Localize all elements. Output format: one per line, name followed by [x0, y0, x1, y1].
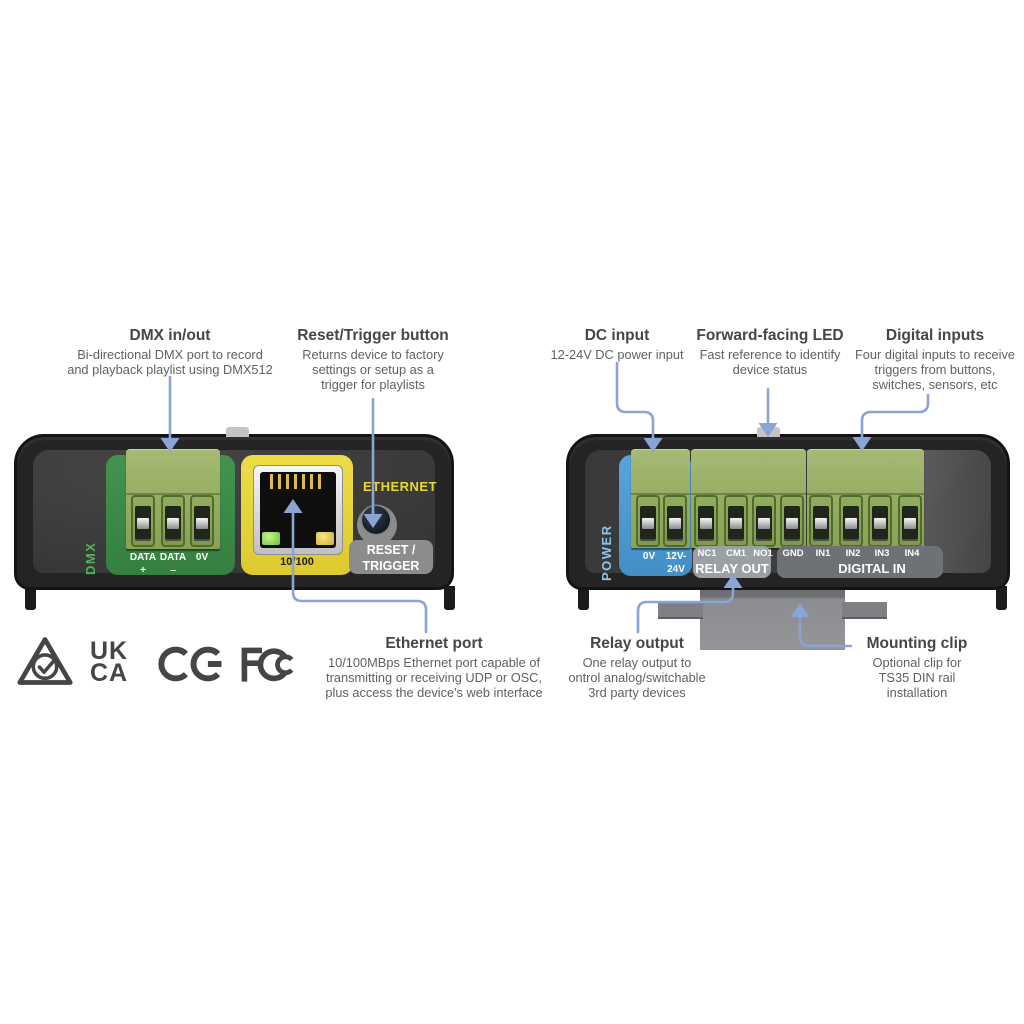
terminal-pin	[190, 495, 214, 547]
callout-dc: DC input 12-24V DC power input	[537, 327, 697, 363]
dmx-pin-label: DATA –	[159, 552, 187, 576]
callout-dmx-body: Bi-directional DMX port to record and pl…	[67, 347, 273, 377]
ukca-certification-mark: UK CA	[90, 637, 129, 687]
relay-pin-label: CM1	[725, 548, 747, 559]
callout-led-body: Fast reference to identify device status	[699, 347, 841, 377]
callout-led-title: Forward-facing LED	[696, 327, 844, 344]
forward-facing-led	[757, 427, 780, 437]
callout-clip-body: Optional clip for TS35 DIN rail installa…	[872, 655, 962, 700]
callout-relay-body: One relay output to ontrol analog/switch…	[568, 655, 706, 700]
digital-pin-label: IN4	[904, 548, 920, 559]
digital-pin-label: IN3	[874, 548, 890, 559]
terminal-pin	[161, 495, 185, 547]
callout-digital-title: Digital inputs	[885, 327, 985, 344]
terminal-pin	[868, 495, 892, 547]
terminal-pin	[839, 495, 863, 547]
relay-terminal-block	[691, 449, 806, 548]
terminal-pin	[752, 495, 776, 547]
activity-led-yellow	[316, 532, 334, 545]
front-top-tab	[226, 427, 249, 437]
ukca-line1: UK	[90, 637, 129, 665]
dmx-side-label: DMX	[83, 541, 98, 575]
ukca-line2: CA	[90, 659, 129, 687]
port-speed-label: 10/100	[280, 556, 314, 568]
terminal-pin	[663, 495, 687, 547]
ethernet-zone: 10/100	[241, 455, 353, 575]
callout-dmx: DMX in/out Bi-directional DMX port to re…	[55, 327, 285, 378]
device-foot	[578, 586, 589, 610]
dmx-pin-label: DATA +	[129, 552, 157, 576]
mounting-clip-wing-right	[842, 602, 887, 617]
callout-reset-title: Reset/Trigger button	[297, 327, 449, 344]
callout-dc-body: 12-24V DC power input	[550, 347, 684, 362]
terminal-pin	[636, 495, 660, 547]
device-rear-panel: POWER 0V 12V- 24V NC1 CM1 NO1	[566, 434, 1010, 590]
relay-pin-label: NO1	[753, 548, 773, 559]
mounting-clip-wing-left	[658, 602, 703, 617]
power-pin-label: 12V- 24V	[665, 551, 687, 575]
callout-led: Forward-facing LED Fast reference to ide…	[682, 327, 858, 378]
dmx-pin-label: 0V	[195, 552, 209, 563]
callout-ethernet-title: Ethernet port	[385, 635, 483, 652]
digital-terminal-block	[807, 449, 924, 548]
rj45-contacts	[270, 474, 326, 489]
terminal-pin	[898, 495, 922, 547]
device-front-panel: DMX DATA + DATA – 0V 10/100 ETHERNET RE	[14, 434, 454, 590]
callout-ethernet-body: 10/100MBps Ethernet port capable of tran…	[325, 655, 543, 700]
relay-out-badge: NC1 CM1 NO1 RELAY OUT	[693, 546, 773, 578]
ce-certification-mark	[158, 644, 224, 684]
callout-clip-title: Mounting clip	[866, 635, 968, 652]
ethernet-port[interactable]	[253, 465, 343, 555]
callout-reset: Reset/Trigger button Returns device to f…	[280, 327, 466, 393]
link-led-green	[262, 532, 280, 545]
gnd-pin-label: GND	[782, 548, 804, 559]
dmx-terminal-block	[126, 449, 220, 549]
reset-trigger-badge: RESET / TRIGGER	[349, 540, 433, 574]
reset-trigger-button[interactable]	[362, 506, 390, 534]
fcc-certification-mark	[238, 644, 302, 684]
callout-relay: Relay output One relay output to ontrol …	[547, 635, 727, 701]
callout-reset-body: Returns device to factory settings or se…	[302, 347, 444, 392]
callout-digital: Digital inputs Four digital inputs to re…	[843, 327, 1024, 393]
terminal-pin	[780, 495, 804, 547]
digital-in-badge: GND IN1 IN2 IN3 IN4 DIGITAL IN	[777, 546, 943, 578]
callout-ethernet: Ethernet port 10/100MBps Ethernet port c…	[319, 635, 549, 701]
relay-pin-label: NC1	[697, 548, 717, 559]
callout-clip: Mounting clip Optional clip for TS35 DIN…	[850, 635, 984, 701]
callout-dmx-title: DMX in/out	[129, 327, 211, 344]
terminal-pin	[694, 495, 718, 547]
device-foot	[444, 586, 455, 610]
ethernet-text-label: ETHERNET	[362, 479, 438, 494]
power-pin-label: 0V	[642, 551, 656, 562]
digital-pin-label: IN1	[815, 548, 831, 559]
terminal-pin	[724, 495, 748, 547]
digital-pin-label: IN2	[845, 548, 861, 559]
power-terminal-block	[631, 449, 690, 548]
device-foot	[996, 586, 1007, 610]
callout-relay-title: Relay output	[590, 635, 684, 652]
terminal-pin	[809, 495, 833, 547]
device-foot	[25, 586, 36, 610]
terminal-pin	[131, 495, 155, 547]
callout-digital-body: Four digital inputs to receive triggers …	[854, 347, 1016, 392]
relay-out-label: RELAY OUT	[695, 561, 769, 576]
power-side-label: POWER	[599, 524, 614, 581]
digital-in-label: DIGITAL IN	[838, 561, 906, 576]
callout-dc-title: DC input	[584, 327, 650, 344]
rcm-certification-mark	[16, 634, 74, 688]
